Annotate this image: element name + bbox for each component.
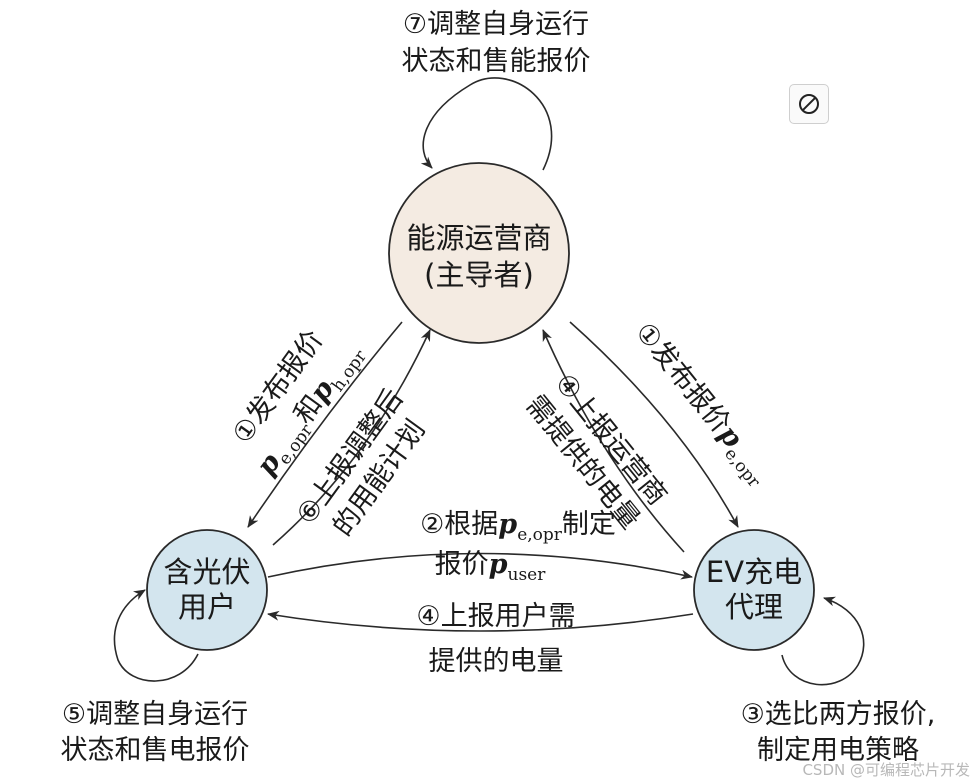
block-icon-glyph bbox=[799, 94, 819, 114]
label-step3: ③选比两方报价, 制定用电策略 bbox=[741, 699, 936, 766]
label-step5: ⑤调整自身运行 状态和售电报价 bbox=[61, 699, 250, 766]
symbol-p-e-opr-bottom: p bbox=[498, 509, 517, 540]
label-step7: ⑦调整自身运行 状态和售能报价 bbox=[402, 9, 591, 77]
node-user: 含光伏 用户 bbox=[146, 529, 268, 651]
self-loop-ev bbox=[781, 596, 865, 686]
node-operator: 能源运营商 (主导者) bbox=[388, 162, 570, 344]
block-icon[interactable] bbox=[789, 84, 829, 124]
label-step3-line2: 制定用电策略 bbox=[757, 735, 919, 766]
node-operator-line2: (主导者) bbox=[424, 258, 534, 292]
sub-e-opr-right: e,opr bbox=[720, 444, 764, 492]
label-step3-line1: ③选比两方报价, bbox=[741, 699, 936, 730]
edge-ev-to-operator bbox=[542, 329, 685, 553]
sub-h-opr: h,opr bbox=[328, 346, 371, 395]
node-ev-line1: EV充电 bbox=[706, 555, 802, 589]
self-loop-operator bbox=[420, 77, 553, 171]
sub-e-opr-bottom: e,opr bbox=[517, 525, 563, 545]
edge-operator-to-ev bbox=[569, 321, 739, 528]
edge-operator-to-user bbox=[247, 321, 403, 528]
label-step7-line2: 状态和售能报价 bbox=[402, 46, 591, 77]
edge-user-to-operator bbox=[272, 329, 431, 546]
label-step5-line1: ⑤调整自身运行 bbox=[62, 699, 248, 730]
label-bottom-step2-pre: ②根据 bbox=[420, 509, 498, 540]
edge-ev-to-user bbox=[267, 610, 694, 632]
label-bottom-step4-line1: ④上报用户需 bbox=[416, 601, 575, 632]
label-bottom-step2-line2: 报价puser bbox=[435, 549, 547, 585]
node-operator-line1: 能源运营商 bbox=[406, 221, 551, 255]
label-step7-line1: ⑦调整自身运行 bbox=[403, 9, 589, 40]
label-step5-line2: 状态和售电报价 bbox=[61, 735, 250, 766]
node-ev: EV充电 代理 bbox=[693, 529, 815, 651]
symbol-p-user: p bbox=[489, 549, 508, 580]
self-loop-user bbox=[113, 589, 199, 682]
sub-user: user bbox=[508, 565, 547, 585]
label-bottom-step2: ②根据pe,opr制定 报价puser bbox=[420, 509, 616, 585]
watermark: CSDN @可编程芯片开发 bbox=[802, 761, 970, 779]
node-user-line2: 用户 bbox=[178, 590, 236, 624]
label-right-step1-text: ①发布报价 bbox=[629, 317, 736, 439]
node-ev-line2: 代理 bbox=[725, 590, 783, 624]
edge-user-to-ev bbox=[267, 552, 693, 580]
label-bottom-step2-post: 制定 bbox=[562, 509, 616, 540]
node-user-line1: 含光伏 bbox=[163, 555, 250, 589]
label-bottom-step2-quote: 报价 bbox=[435, 549, 489, 580]
label-bottom-step4: ④上报用户需 提供的电量 bbox=[416, 601, 575, 677]
label-bottom-step4-line2: 提供的电量 bbox=[429, 646, 564, 677]
label-bottom-step2-line1: ②根据pe,opr制定 bbox=[420, 509, 616, 545]
